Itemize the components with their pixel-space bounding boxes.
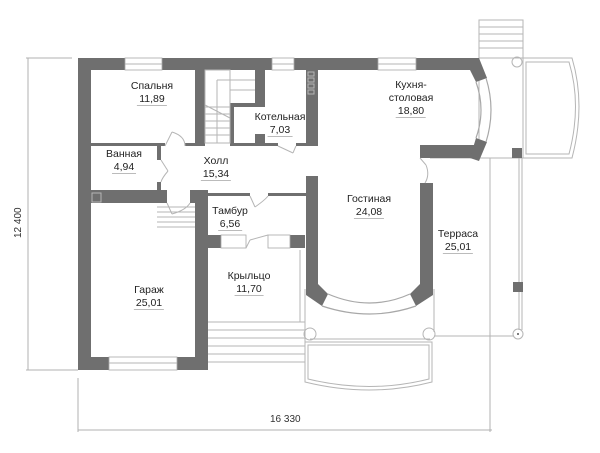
windows — [108, 57, 417, 371]
room-area: 11,89 — [137, 93, 167, 106]
room-name: Гараж — [134, 284, 164, 296]
room-name-line2: столовая — [388, 92, 434, 104]
room-name: Гостиная — [346, 193, 392, 205]
room-name: Крыльцо — [227, 270, 271, 282]
bay-windows — [321, 77, 492, 315]
doors — [160, 131, 429, 249]
room-area: 15,34 — [200, 168, 232, 181]
walls — [78, 58, 523, 370]
room-name: Холл — [203, 155, 229, 167]
room-boiler: Котельная 7,03 — [254, 111, 306, 137]
room-terrace: Терраса 25,01 — [438, 228, 478, 254]
room-name: Спальня — [130, 80, 174, 92]
room-kitchen: Кухня- столовая 18,80 — [388, 79, 434, 118]
room-area: 24,08 — [353, 206, 385, 219]
room-area: 11,70 — [234, 283, 264, 296]
room-name: Тамбур — [212, 205, 248, 217]
room-name: Ванная — [106, 148, 142, 160]
room-area: 6,56 — [217, 218, 243, 231]
room-name-line1: Кухня- — [395, 79, 427, 91]
room-area: 4,94 — [111, 161, 137, 174]
room-garage: Гараж 25,01 — [133, 284, 165, 310]
height-dimension-label: 12 400 — [13, 207, 24, 238]
room-hall: Холл 15,34 — [200, 155, 232, 181]
room-name: Терраса — [437, 228, 479, 240]
room-bedroom: Спальня 11,89 — [131, 80, 173, 106]
room-area: 25,01 — [133, 297, 165, 310]
room-living: Гостиная 24,08 — [347, 193, 391, 219]
room-name: Котельная — [254, 111, 306, 123]
room-area: 25,01 — [442, 241, 474, 254]
interior-stairs — [91, 69, 315, 228]
room-area: 18,80 — [395, 105, 427, 118]
room-vestibule: Тамбур 6,56 — [212, 205, 248, 231]
width-dimension-label: 16 330 — [270, 414, 301, 425]
room-porch: Крыльцо 11,70 — [227, 270, 271, 296]
room-area: 7,03 — [267, 124, 293, 137]
room-bathroom: Ванная 4,94 — [106, 148, 142, 174]
terrace-outline — [208, 19, 580, 391]
